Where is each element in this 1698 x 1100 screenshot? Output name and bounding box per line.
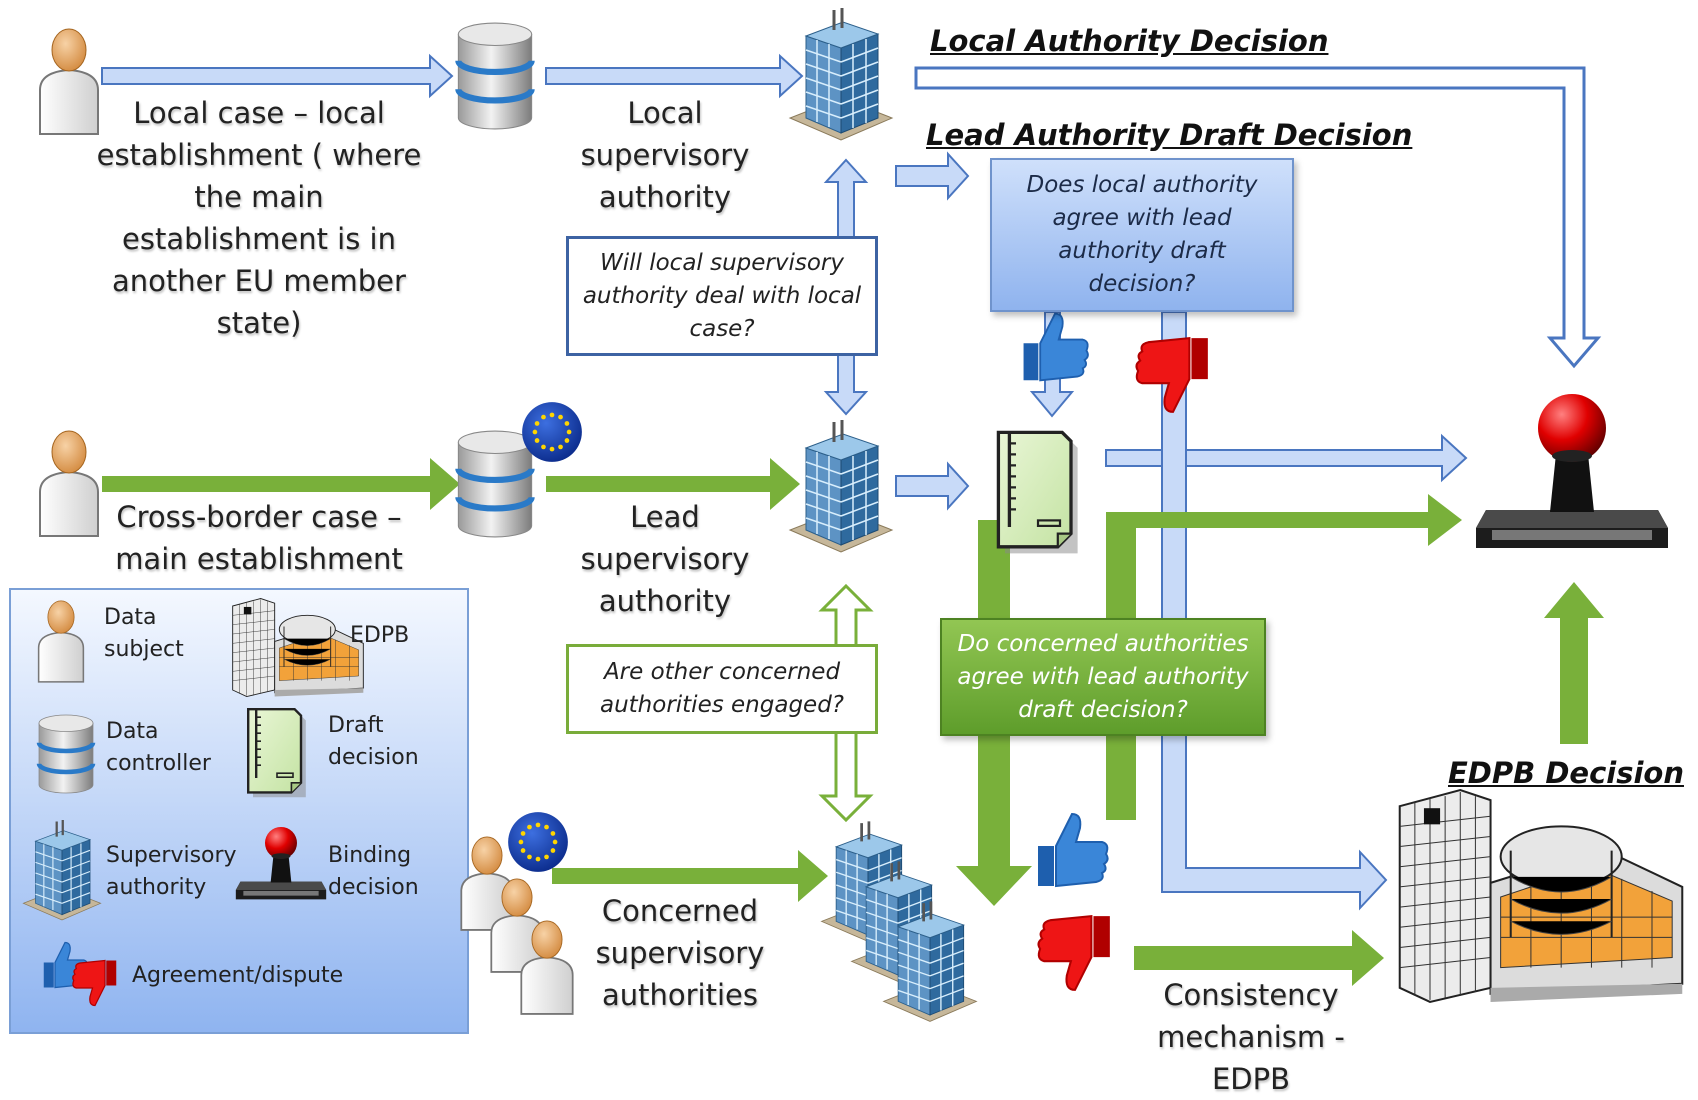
eu-globe-icon xyxy=(508,812,568,872)
label-cross-border-case: Cross-border case – main establishment xyxy=(115,500,403,576)
stamp-icon xyxy=(1476,394,1668,548)
database-icon xyxy=(458,23,531,129)
thumbs-down-icon xyxy=(1135,337,1209,413)
heading-lead-authority-draft-decision: Lead Authority Draft Decision xyxy=(926,118,1413,152)
legend-binding-decision: Binding decision xyxy=(328,843,419,900)
legend-edpb: EDPB xyxy=(350,623,410,648)
thumbs-up-icon xyxy=(1022,312,1089,382)
question-local-agree: Does local authority agree with lead aut… xyxy=(990,158,1294,312)
flow-arrow-blue xyxy=(101,53,454,99)
legend-data-subject: Data subject xyxy=(104,605,184,662)
question-other-engaged: Are other concerned authorities engaged? xyxy=(566,644,878,734)
label-local-case: Local case – local establishment ( where… xyxy=(96,96,422,340)
person-icon xyxy=(460,836,514,931)
flow-arrow-green xyxy=(552,850,828,902)
flow-arrow-green-consistency xyxy=(1134,930,1384,986)
draft-document-icon xyxy=(246,707,308,799)
heading-local-authority-decision: Local Authority Decision xyxy=(930,24,1329,58)
label-concerned-supervisory-authorities: Concerned supervisory authorities xyxy=(595,894,765,1012)
building-icon xyxy=(788,8,894,142)
person-icon xyxy=(37,600,85,683)
person-icon xyxy=(39,28,99,135)
building-icon xyxy=(788,420,894,554)
eu-globe-icon xyxy=(522,402,582,462)
person-icon xyxy=(39,430,99,537)
label-lead-supervisory-authority: Lead supervisory authority xyxy=(580,500,750,618)
draft-document-icon xyxy=(996,430,1080,556)
flow-arrow-green xyxy=(546,458,800,510)
legend-agreement-dispute: Agreement/dispute xyxy=(132,963,344,988)
flow-arrow-local-decision xyxy=(914,66,1602,369)
flow-arrow-blue xyxy=(545,53,804,99)
flow-arrow-blue xyxy=(1105,433,1468,483)
thumbs-up-icon xyxy=(1037,813,1109,887)
legend-supervisory-authority: Supervisory authority xyxy=(106,843,237,900)
flow-arrow-green-up xyxy=(1544,582,1604,744)
legend-draft-decision: Draft decision xyxy=(328,713,419,770)
edpb-building-icon xyxy=(232,598,364,698)
thumbs-down-icon xyxy=(72,959,117,1007)
flow-arrow-green-agree xyxy=(1106,494,1462,820)
flow-arrow-blue xyxy=(895,461,970,511)
stamp-icon xyxy=(235,826,327,900)
building-icon xyxy=(22,820,102,922)
flow-arrow-dispute-blue xyxy=(1161,311,1388,911)
heading-edpb-decision: EDPB Decision xyxy=(1448,756,1684,790)
question-local-deal: Will local supervisory authority deal wi… xyxy=(566,236,878,356)
label-consistency-mechanism: Consistency mechanism - EDPB xyxy=(1157,978,1345,1096)
label-local-supervisory-authority: Local supervisory authority xyxy=(580,96,750,214)
database-icon xyxy=(39,715,93,793)
legend-data-controller: Data controller xyxy=(106,719,211,776)
flow-arrow-green xyxy=(102,458,460,510)
edpb-building-icon xyxy=(1398,789,1684,1003)
flow-arrow-blue xyxy=(895,151,970,201)
thumbs-down-icon xyxy=(1037,915,1111,991)
question-concerned-agree: Do concerned authorities agree with lead… xyxy=(940,618,1266,736)
database-icon xyxy=(458,431,531,537)
